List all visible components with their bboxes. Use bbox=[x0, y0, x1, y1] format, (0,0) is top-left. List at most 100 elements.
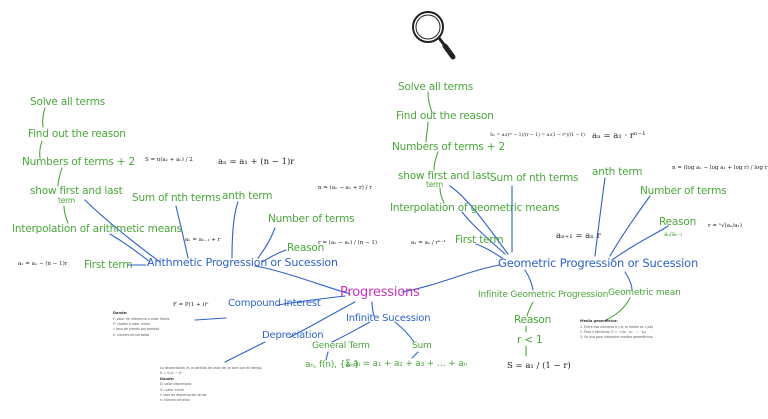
link-ap-interp bbox=[109, 233, 151, 263]
link-geo-mean-note bbox=[605, 297, 631, 321]
node-arithmetic-progression[interactable]: Arithmetic Progression or Sucession bbox=[147, 256, 338, 269]
node-infinite-sucession[interactable]: Infinite Sucession bbox=[346, 313, 431, 324]
formula-compound: F = P(1 + i)ⁿ bbox=[173, 302, 209, 308]
node-geometric-progression[interactable]: Geometric Progression or Sucession bbox=[498, 256, 699, 270]
link-geo-chain-3 bbox=[433, 151, 439, 171]
link-ap-sum bbox=[175, 205, 189, 259]
note-line: Donde: bbox=[160, 376, 175, 381]
node-gp-nth-term[interactable]: anth term bbox=[592, 166, 643, 178]
link-center-compound bbox=[277, 295, 346, 306]
link-depr-note bbox=[224, 341, 266, 363]
node-gp-numbers-of-terms[interactable]: Numbers of terms + 2 bbox=[392, 141, 506, 153]
formula-gp-recurrence: aₙ₊₁ = aₙ r bbox=[556, 231, 601, 241]
link-inf-general bbox=[331, 321, 371, 343]
link-geo-infinite bbox=[524, 269, 534, 291]
node-gp-reason[interactable]: Reason bbox=[659, 216, 697, 228]
link-ap-chain-3 bbox=[57, 167, 63, 187]
node-sum[interactable]: Sum bbox=[412, 341, 432, 351]
note-line: 3. Se usa para interpolar medios geométr… bbox=[580, 335, 653, 340]
formula-gp-first: a₁ = aₙ / rⁿ⁻¹ bbox=[411, 240, 446, 246]
node-gp-infinite-condition: r < 1 bbox=[517, 334, 543, 346]
node-gp-infinite[interactable]: Infinite Geometric Progression bbox=[478, 290, 609, 300]
link-geo-mean bbox=[624, 271, 633, 291]
node-gp-interpolation[interactable]: Interpolation of geometric means bbox=[390, 202, 560, 214]
node-ap-reason[interactable]: Reason bbox=[287, 242, 325, 254]
note-line: La depreciación es la pérdida de valor d… bbox=[160, 366, 263, 370]
node-gp-geometric-mean[interactable]: Geometric mean bbox=[608, 288, 681, 298]
node-ap-first-term[interactable]: First term bbox=[84, 259, 133, 271]
node-gp-number-of-terms[interactable]: Number of terms bbox=[640, 185, 727, 197]
formula-ap-reason: r = (aₙ − a₁) / (n − 1) bbox=[318, 240, 378, 246]
note-line: D = V₀(1 − r)ⁿ bbox=[160, 371, 183, 376]
formula-ap-sum: S = n(a₁ + aₙ) / 2 bbox=[145, 157, 193, 163]
note-line: n: número de períodos bbox=[113, 332, 150, 337]
node-ap-interpolation[interactable]: Interpolation of arithmetic means bbox=[12, 223, 182, 235]
link-sum-formula bbox=[411, 351, 419, 359]
node-gp-first-term[interactable]: First term bbox=[455, 234, 504, 246]
note-line: V₀: valor inicial bbox=[160, 387, 184, 392]
link-ap-chain-4 bbox=[63, 205, 69, 224]
node-gp-infinite-reason[interactable]: Reason bbox=[514, 314, 552, 326]
formula-gp-sum: Sₙ = a₁(rⁿ − 1)/(r − 1) = a₁(1 − rⁿ)/(1 … bbox=[490, 133, 585, 138]
link-geo-show bbox=[449, 185, 509, 255]
formula-ap-interp: aₙ = aₙ₋₁ + r bbox=[185, 237, 221, 243]
formula-ap-nth: aₙ = a₁ + (n − 1)r bbox=[218, 157, 295, 167]
note-line: P: capital o valor inicial bbox=[113, 322, 150, 327]
link-center-depreciation bbox=[289, 301, 356, 338]
link-inf-reason bbox=[526, 301, 534, 317]
note-line: Media geométrica: bbox=[580, 319, 618, 323]
node-ap-show-first-last[interactable]: show first and last bbox=[30, 185, 123, 197]
link-geo-interp bbox=[461, 211, 506, 255]
node-ap-numbers-of-terms[interactable]: Numbers of terms + 2 bbox=[22, 156, 136, 168]
node-ap-find-reason[interactable]: Find out the reason bbox=[28, 128, 126, 140]
note-line: 1. Entre dos números a y b, la media es … bbox=[580, 324, 654, 329]
node-gp-show-first-last[interactable]: show first and last bbox=[398, 170, 491, 182]
link-center-infinite bbox=[371, 301, 375, 317]
note-line: F: valor de referencia o valor futuro bbox=[113, 316, 170, 321]
link-center-arithmetic bbox=[254, 265, 351, 295]
link-geo-first bbox=[475, 243, 503, 259]
note-line: i: tasa de interés por período bbox=[113, 327, 160, 332]
link-geo-nterms bbox=[609, 195, 651, 257]
note-line: D: valor depreciado bbox=[160, 382, 192, 387]
note-compound-interest: Donde: F: valor de referencia o valor fu… bbox=[113, 311, 169, 338]
magnifier-icon bbox=[412, 11, 456, 60]
formula-gp-reason-frac: aₙ/aₙ₋₁ bbox=[664, 231, 683, 238]
note-depreciation: La depreciación es la pérdida de valor d… bbox=[160, 366, 262, 404]
node-ap-number-of-terms[interactable]: Number of terms bbox=[268, 213, 355, 225]
formula-ap-n: n = (aₙ − a₁ + r) / r bbox=[318, 185, 372, 191]
node-depreciation[interactable]: Depreciation bbox=[262, 330, 324, 341]
node-compound-interest[interactable]: Compound Interest bbox=[228, 298, 321, 309]
link-geo-chain-4 bbox=[439, 187, 445, 204]
link-center-geometric bbox=[401, 264, 501, 293]
link-ap-chain-1 bbox=[42, 107, 46, 128]
node-ap-solve-all-terms[interactable]: Solve all terms bbox=[30, 96, 106, 108]
link-geo-nth bbox=[594, 177, 606, 257]
formula-general-term: aₙ, f(n), {aₙ} bbox=[305, 360, 360, 370]
link-inf-sum bbox=[394, 321, 415, 343]
node-ap-sum-nth[interactable]: Sum of nth terms bbox=[132, 192, 221, 204]
link-geo-chain-1 bbox=[427, 91, 433, 114]
node-gp-sum-nth[interactable]: Sum of nth terms bbox=[490, 172, 579, 184]
note-line: r: tasa de depreciación anual bbox=[160, 393, 207, 398]
node-gp-find-reason[interactable]: Find out the reason bbox=[396, 110, 494, 122]
note-line: Donde: bbox=[113, 311, 128, 315]
formula-sum: Σ aᵢ = a₁ + a₂ + a₃ + … + aₙ bbox=[345, 359, 467, 369]
link-comp-depr bbox=[194, 317, 227, 321]
formula-gp-n: n = (log aₙ − log a₁ + log r) / log r bbox=[672, 165, 768, 171]
formula-gp-infinite-sum: S = a₁ / (1 − r) bbox=[507, 361, 571, 371]
link-ap-chain-2 bbox=[39, 140, 43, 159]
node-gp-solve-all-terms[interactable]: Solve all terms bbox=[398, 81, 474, 93]
formula-ap-first: a₁ = aₙ − (n − 1)r bbox=[18, 261, 68, 267]
note-line: n: número de años bbox=[160, 398, 190, 403]
link-ap-nterms bbox=[257, 227, 276, 259]
link-ap-reason bbox=[261, 249, 287, 263]
center-node-progressions[interactable]: Progressions bbox=[340, 285, 420, 300]
node-general-term[interactable]: General Term bbox=[312, 341, 370, 351]
note-geometric-mean: Media geométrica: 1. Entre dos números a… bbox=[580, 319, 653, 341]
node-ap-nth-term[interactable]: anth term bbox=[222, 190, 273, 202]
link-general-formula bbox=[325, 351, 329, 361]
formula-gp-reason: r = ⁿ√(aₙ/a₁) bbox=[708, 223, 742, 229]
